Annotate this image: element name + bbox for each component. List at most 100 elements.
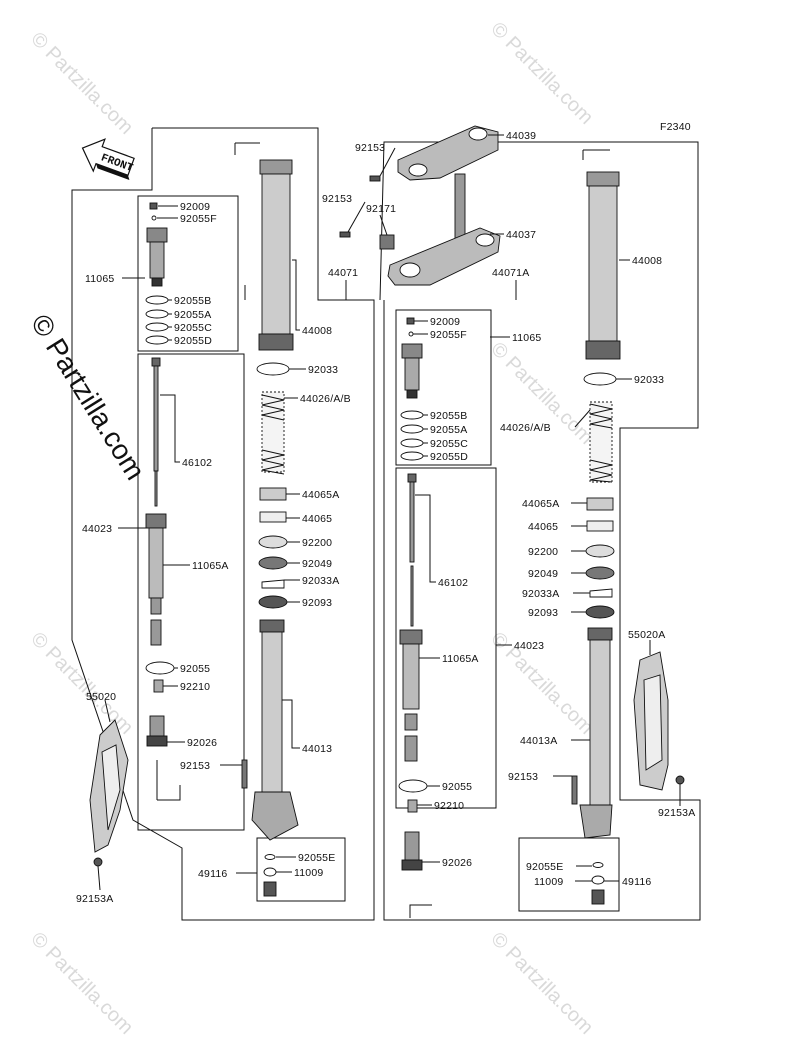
- watermark-main: © Partzilla.com: [25, 309, 151, 485]
- damper-head-11065: [146, 227, 168, 243]
- label-92153: 92153: [180, 760, 210, 772]
- label-11065A: 11065A: [192, 560, 229, 572]
- nut-92210: [153, 679, 164, 693]
- clip-92033A: [261, 579, 285, 589]
- left-labels: 92009 92055F 11065 92055B 92055A 92055C …: [76, 201, 358, 905]
- label-44065: 44065: [302, 513, 332, 525]
- label-44071: 44071: [328, 267, 358, 279]
- right-assembly-frame: [379, 141, 701, 921]
- label-92009-r: 92009: [430, 316, 460, 328]
- o-ring-92055B: [145, 295, 169, 305]
- label-92055D-r: 92055D: [430, 451, 468, 463]
- o-ring-92055: [145, 661, 175, 675]
- label-92153A: 92153A: [76, 893, 113, 905]
- label-92055B: 92055B: [174, 295, 211, 307]
- label-92026-r: 92026: [442, 857, 472, 869]
- label-92055E-r: 92055E: [526, 861, 563, 873]
- label-92055E: 92055E: [298, 852, 335, 864]
- label-92210: 92210: [180, 681, 210, 693]
- label-92153-top: 92153: [355, 142, 385, 154]
- label-92210-r: 92210: [434, 800, 464, 812]
- label-46102-r: 46102: [438, 577, 468, 589]
- label-92055: 92055: [180, 663, 210, 675]
- label-11065-r: 11065: [512, 332, 541, 344]
- cartridge-11065A: [148, 527, 164, 599]
- label-55020: 55020: [86, 691, 116, 703]
- o-ring-92055A: [145, 309, 169, 319]
- label-92093-r: 92093: [528, 607, 558, 619]
- label-92049-r: 92049: [528, 568, 558, 580]
- label-44013: 44013: [302, 743, 332, 755]
- washer-92200: [258, 535, 288, 549]
- label-44023-r: 44023: [514, 640, 544, 652]
- label-92055F: 92055F: [180, 213, 217, 225]
- label-11009-r: 11009: [534, 876, 563, 888]
- label-92153A-r: 92153A: [658, 807, 695, 819]
- left-fork-parts: [89, 159, 299, 897]
- label-11065: 11065: [85, 273, 114, 285]
- label-92055A: 92055A: [174, 309, 211, 321]
- label-92055F-r: 92055F: [430, 329, 467, 341]
- bushing-44065: [259, 511, 287, 523]
- label-92055D: 92055D: [174, 335, 212, 347]
- label-92153-r: 92153: [508, 771, 538, 783]
- left-assembly-frame: [71, 127, 375, 921]
- seal-92033: [256, 362, 290, 376]
- label-44065-r: 44065: [528, 521, 558, 533]
- label-92033: 92033: [308, 364, 338, 376]
- bolt-92153-top: [369, 175, 381, 182]
- inner-tube-44013: [261, 631, 283, 793]
- bushing-44065A: [259, 487, 287, 501]
- label-49116: 49116: [198, 868, 227, 880]
- label-92055A-r: 92055A: [430, 424, 467, 436]
- label-55020A: 55020A: [628, 629, 665, 641]
- watermark: © Partzilla.com: [26, 928, 137, 1039]
- label-92055B-r: 92055B: [430, 410, 467, 422]
- leader-lines: [97, 134, 681, 891]
- bolt-92153-mid: [339, 231, 351, 238]
- label-92033-r: 92033: [634, 374, 664, 386]
- right-fork-parts: [398, 171, 685, 905]
- push-rod-46102: [153, 365, 159, 472]
- label-44026-r: 44026/A/B: [500, 422, 551, 434]
- label-11065A-r: 11065A: [442, 653, 479, 665]
- watermark: © Partzilla.com: [26, 28, 137, 139]
- label-44008-r: 44008: [632, 255, 662, 267]
- plug-11009: [263, 881, 277, 897]
- label-44013A: 44013A: [520, 735, 557, 747]
- label-44071A: 44071A: [492, 267, 529, 279]
- label-11009: 11009: [294, 867, 323, 879]
- label-44026: 44026/A/B: [300, 393, 351, 405]
- base-valve-92026: [149, 715, 165, 737]
- label-92171: 92171: [366, 203, 396, 215]
- label-92093: 92093: [302, 597, 332, 609]
- right-labels: 44071A 92009 92055F 11065 92055B 92055A …: [430, 255, 695, 888]
- label-92055C-r: 92055C: [430, 438, 468, 450]
- label-92055C: 92055C: [174, 322, 212, 334]
- label-49116-r: 49116: [622, 876, 651, 888]
- figure-code: F2340: [660, 121, 691, 133]
- watermark: © Partzilla.com: [486, 928, 597, 1039]
- label-44023: 44023: [82, 523, 112, 535]
- label-44065A: 44065A: [302, 489, 339, 501]
- seal-92049: [258, 556, 288, 570]
- label-92055-r: 92055: [442, 781, 472, 793]
- front-arrow-icon: FRONT: [81, 138, 135, 181]
- label-92033A-r: 92033A: [522, 588, 559, 600]
- label-44037: 44037: [506, 229, 536, 241]
- label-44008: 44008: [302, 325, 332, 337]
- label-44039: 44039: [506, 130, 536, 142]
- cap-bolt-92009: [149, 202, 158, 210]
- label-92049: 92049: [302, 558, 332, 570]
- label-92200: 92200: [302, 537, 332, 549]
- bolt-92153: [241, 759, 248, 789]
- spring-44026: [261, 391, 285, 475]
- part-92171: [379, 234, 395, 250]
- label-92026: 92026: [187, 737, 217, 749]
- watermark: © Partzilla.com: [26, 628, 137, 739]
- watermark: © Partzilla.com: [486, 18, 597, 129]
- label-92153-mid: 92153: [322, 193, 352, 205]
- dust-seal-92093: [258, 595, 288, 609]
